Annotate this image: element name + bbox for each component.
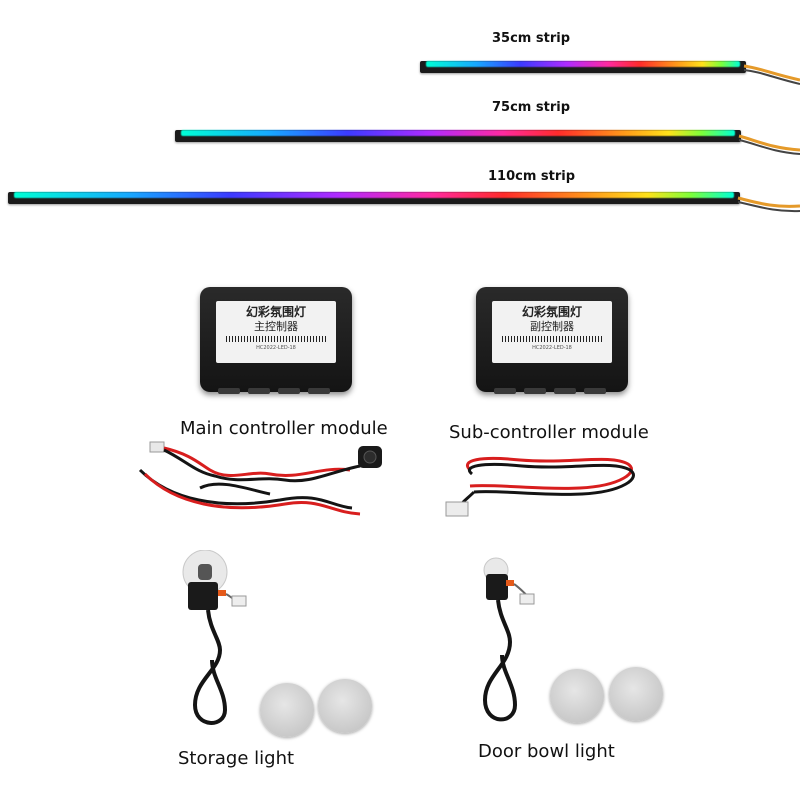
sticker-subtitle: 副控制器	[530, 320, 574, 333]
strip-label-110cm: 110cm strip	[488, 169, 576, 184]
connector-thumbnail	[318, 679, 372, 733]
strip-lead-wires	[737, 64, 800, 213]
strip-glow	[181, 130, 735, 136]
controller-sticker: 幻彩氛围灯 副控制器 HC2022-LED-18	[492, 301, 612, 363]
door-bowl-light-assembly	[482, 557, 535, 722]
door-bowl-light-caption: Door bowl light	[478, 741, 615, 762]
storage-light-assembly	[182, 550, 247, 725]
strip-label-75cm: 75cm strip	[492, 100, 570, 115]
main-controller-box: 幻彩氛围灯 主控制器 HC2022-LED-18	[200, 287, 352, 394]
sticker-subtitle: 主控制器	[254, 320, 298, 333]
sub-controller-box: 幻彩氛围灯 副控制器 HC2022-LED-18	[476, 287, 628, 394]
controller-sticker: 幻彩氛围灯 主控制器 HC2022-LED-18	[216, 301, 336, 363]
sticker-title: 幻彩氛围灯	[521, 305, 582, 319]
storage-light-caption: Storage light	[178, 748, 295, 769]
connector-thumbnail	[609, 667, 663, 721]
strip-glow	[426, 61, 740, 67]
sticker-title: 幻彩氛围灯	[245, 305, 306, 319]
barcode	[502, 336, 602, 342]
led-strip-35cm	[420, 61, 746, 73]
sub-controller-caption: Sub-controller module	[449, 422, 649, 443]
connector-thumbnail	[550, 669, 604, 723]
led-strip-75cm	[175, 130, 741, 142]
barcode	[226, 336, 326, 342]
controller-wire-harnesses	[138, 441, 635, 517]
sticker-model: HC2022-LED-18	[532, 345, 572, 351]
led-strip-110cm	[8, 192, 740, 204]
sticker-model: HC2022-LED-18	[256, 345, 296, 351]
connector-thumbnail	[260, 683, 314, 737]
main-controller-caption: Main controller module	[180, 418, 388, 439]
strip-label-35cm: 35cm strip	[492, 31, 570, 46]
strip-glow	[14, 192, 734, 198]
